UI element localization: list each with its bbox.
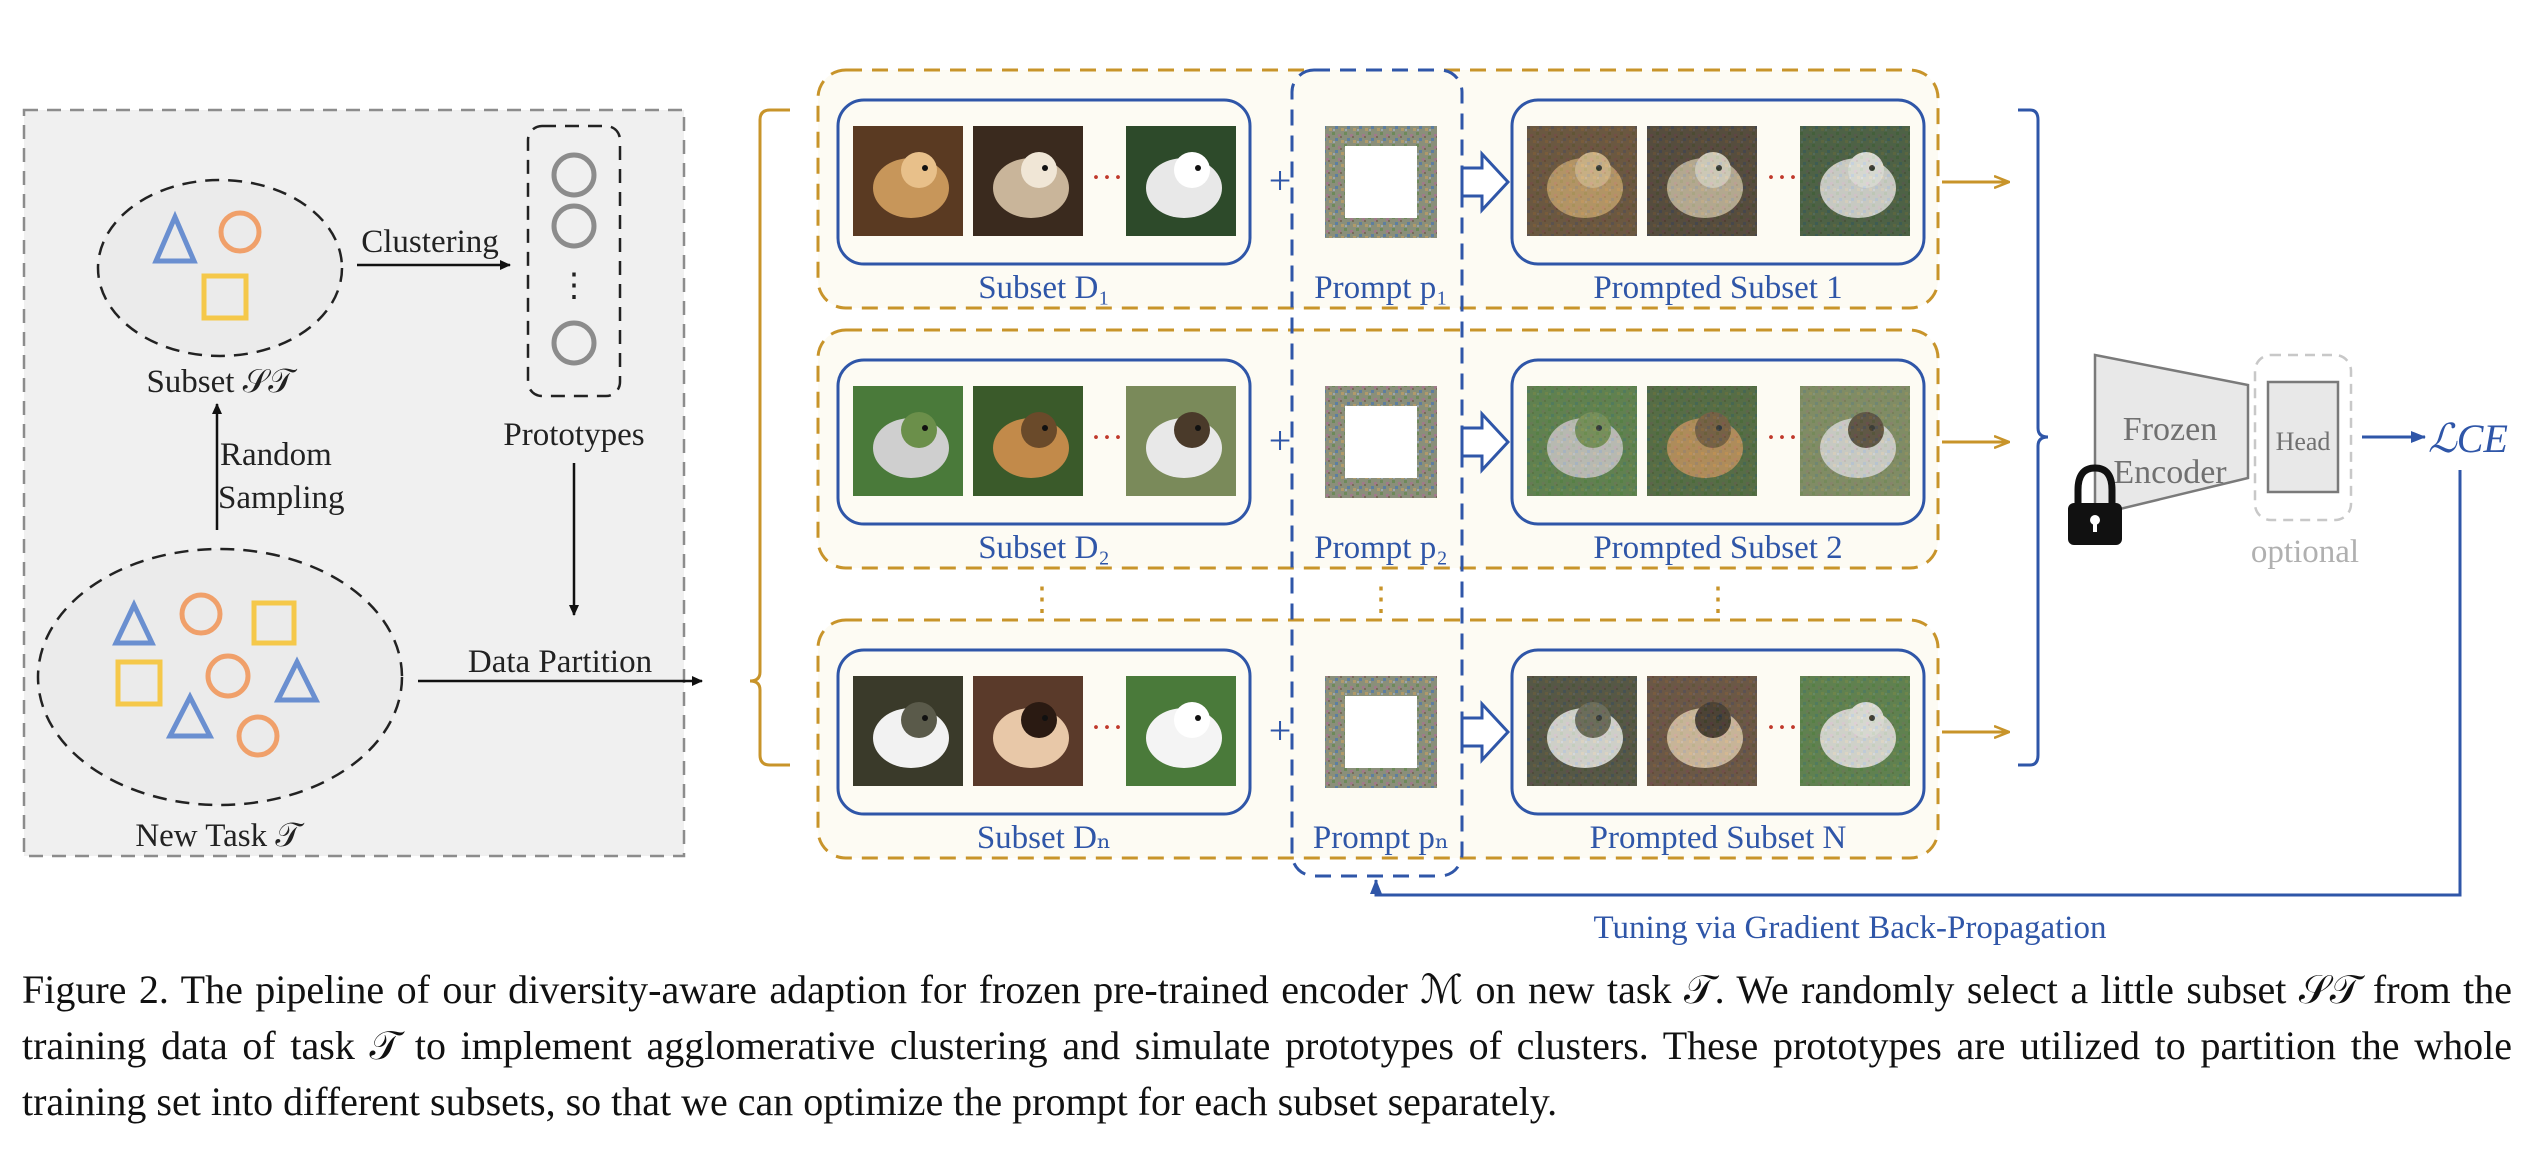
row-vdots: ⋮	[1026, 582, 1059, 618]
left-panel: Subset 𝒮𝒯 Clustering ⋮ Prototypes Random…	[22, 108, 703, 858]
prototype-circle	[551, 320, 597, 366]
apply-arrow	[1460, 410, 1511, 474]
tuning-label: Tuning via Gradient Back-Propagation	[1594, 910, 2107, 946]
triangle-shape	[112, 599, 156, 646]
subset-label: Subset D₂	[978, 530, 1110, 566]
optional-label: optional	[2251, 534, 2359, 570]
dog-image	[1126, 676, 1236, 786]
prompted-dog-image	[1647, 386, 1757, 496]
ellipsis: ···	[1091, 160, 1124, 196]
subset-st-ellipse	[96, 178, 344, 358]
dog-image	[853, 386, 963, 496]
row-vdots: ⋮	[1365, 582, 1398, 618]
head-label: Head	[2276, 427, 2331, 456]
ellipsis: ···	[1091, 710, 1124, 746]
prompt-label: Prompt p₁	[1314, 270, 1447, 306]
prompted-subset-label: Prompted Subset 2	[1593, 530, 1842, 566]
prompted-dog-image	[1800, 676, 1910, 786]
encoder-line1: Frozen	[2123, 411, 2217, 448]
prompted-subset-label: Prompted Subset 1	[1593, 270, 1842, 306]
dog-image	[973, 676, 1083, 786]
subset-st-label: Subset 𝒮𝒯	[146, 364, 298, 400]
prompted-dog-image	[1800, 386, 1910, 496]
circle-shape	[236, 714, 280, 758]
plus-sign: +	[1269, 418, 1292, 463]
new-task-ellipse	[36, 547, 404, 807]
backprop-path	[1370, 470, 2462, 897]
dog-image	[1126, 386, 1236, 496]
apply-arrow	[1460, 150, 1511, 214]
prompt-label: Prompt pₙ	[1313, 820, 1449, 856]
triangle-shape	[152, 210, 198, 264]
triangle-shape	[273, 656, 321, 703]
dog-image	[853, 676, 963, 786]
prompted-subset-box	[1510, 358, 1926, 526]
lock-icon	[2068, 464, 2122, 545]
subset-box	[836, 98, 1252, 266]
prompt-column-box	[1290, 68, 1464, 878]
prototypes-box	[526, 124, 622, 398]
prototypes-label: Prototypes	[503, 417, 644, 453]
ellipsis: ···	[1766, 160, 1799, 196]
row-vdots: ⋮	[1702, 582, 1735, 618]
apply-arrow	[1460, 700, 1511, 764]
ellipsis: ···	[1091, 420, 1124, 456]
prompted-dog-image	[1647, 126, 1757, 236]
prompted-dog-image	[1800, 126, 1910, 236]
circle-shape	[179, 592, 223, 636]
prompted-dog-image	[1647, 676, 1757, 786]
prototype-circle	[551, 203, 597, 249]
clustering-label: Clustering	[361, 224, 499, 260]
subset-label: Subset Dₙ	[977, 820, 1111, 856]
new-task-label: New Task 𝒯	[135, 818, 305, 854]
output-brace	[2018, 108, 2049, 767]
plus-sign: +	[1269, 708, 1292, 753]
subset-label: Subset D₁	[978, 270, 1110, 306]
dog-image	[1126, 126, 1236, 236]
prompted-dog-image	[1527, 386, 1637, 496]
square-shape	[115, 659, 163, 707]
plus-sign: +	[1269, 158, 1292, 203]
prototype-dots: ⋮	[558, 268, 591, 304]
square-shape	[201, 273, 249, 321]
frozen-encoder: Frozen Encoder	[2093, 353, 2250, 517]
dog-image	[973, 126, 1083, 236]
dog-image	[853, 126, 963, 236]
subset-box	[836, 648, 1252, 816]
prompted-subset-box	[1510, 648, 1926, 816]
ellipsis: ···	[1766, 710, 1799, 746]
ellipsis: ···	[1766, 420, 1799, 456]
sampling-label: Sampling	[218, 480, 345, 516]
head-box	[2266, 380, 2340, 494]
encoder-line2: Encoder	[2113, 454, 2227, 491]
partition-brace	[749, 108, 790, 767]
loss-label: ℒCE	[2428, 416, 2508, 461]
prompted-dog-image	[1527, 126, 1637, 236]
prototype-circle	[551, 152, 597, 198]
prompt-frame	[1325, 676, 1437, 788]
prompted-subset-label: Prompted Subset N	[1590, 820, 1847, 856]
dog-image	[973, 386, 1083, 496]
subset-rows: ··· Subset D₁ + Prompt p₁ ··· Prompted Subset…	[816, 68, 2008, 860]
prompted-dog-image	[1527, 676, 1637, 786]
subset-box	[836, 358, 1252, 526]
circle-shape	[218, 210, 262, 254]
triangle-shape	[165, 691, 215, 739]
head-optional-box	[2253, 353, 2353, 522]
circle-shape	[205, 653, 251, 699]
figure-caption: Figure 2. The pipeline of our diversity-…	[22, 967, 2512, 1124]
prompt-frame	[1325, 126, 1437, 238]
prompt-label: Prompt p₂	[1314, 530, 1447, 566]
random-label: Random	[220, 437, 332, 473]
square-shape	[251, 600, 297, 646]
prompt-frame	[1325, 386, 1437, 498]
prompted-subset-box	[1510, 98, 1926, 266]
data-partition-label: Data Partition	[468, 644, 652, 680]
